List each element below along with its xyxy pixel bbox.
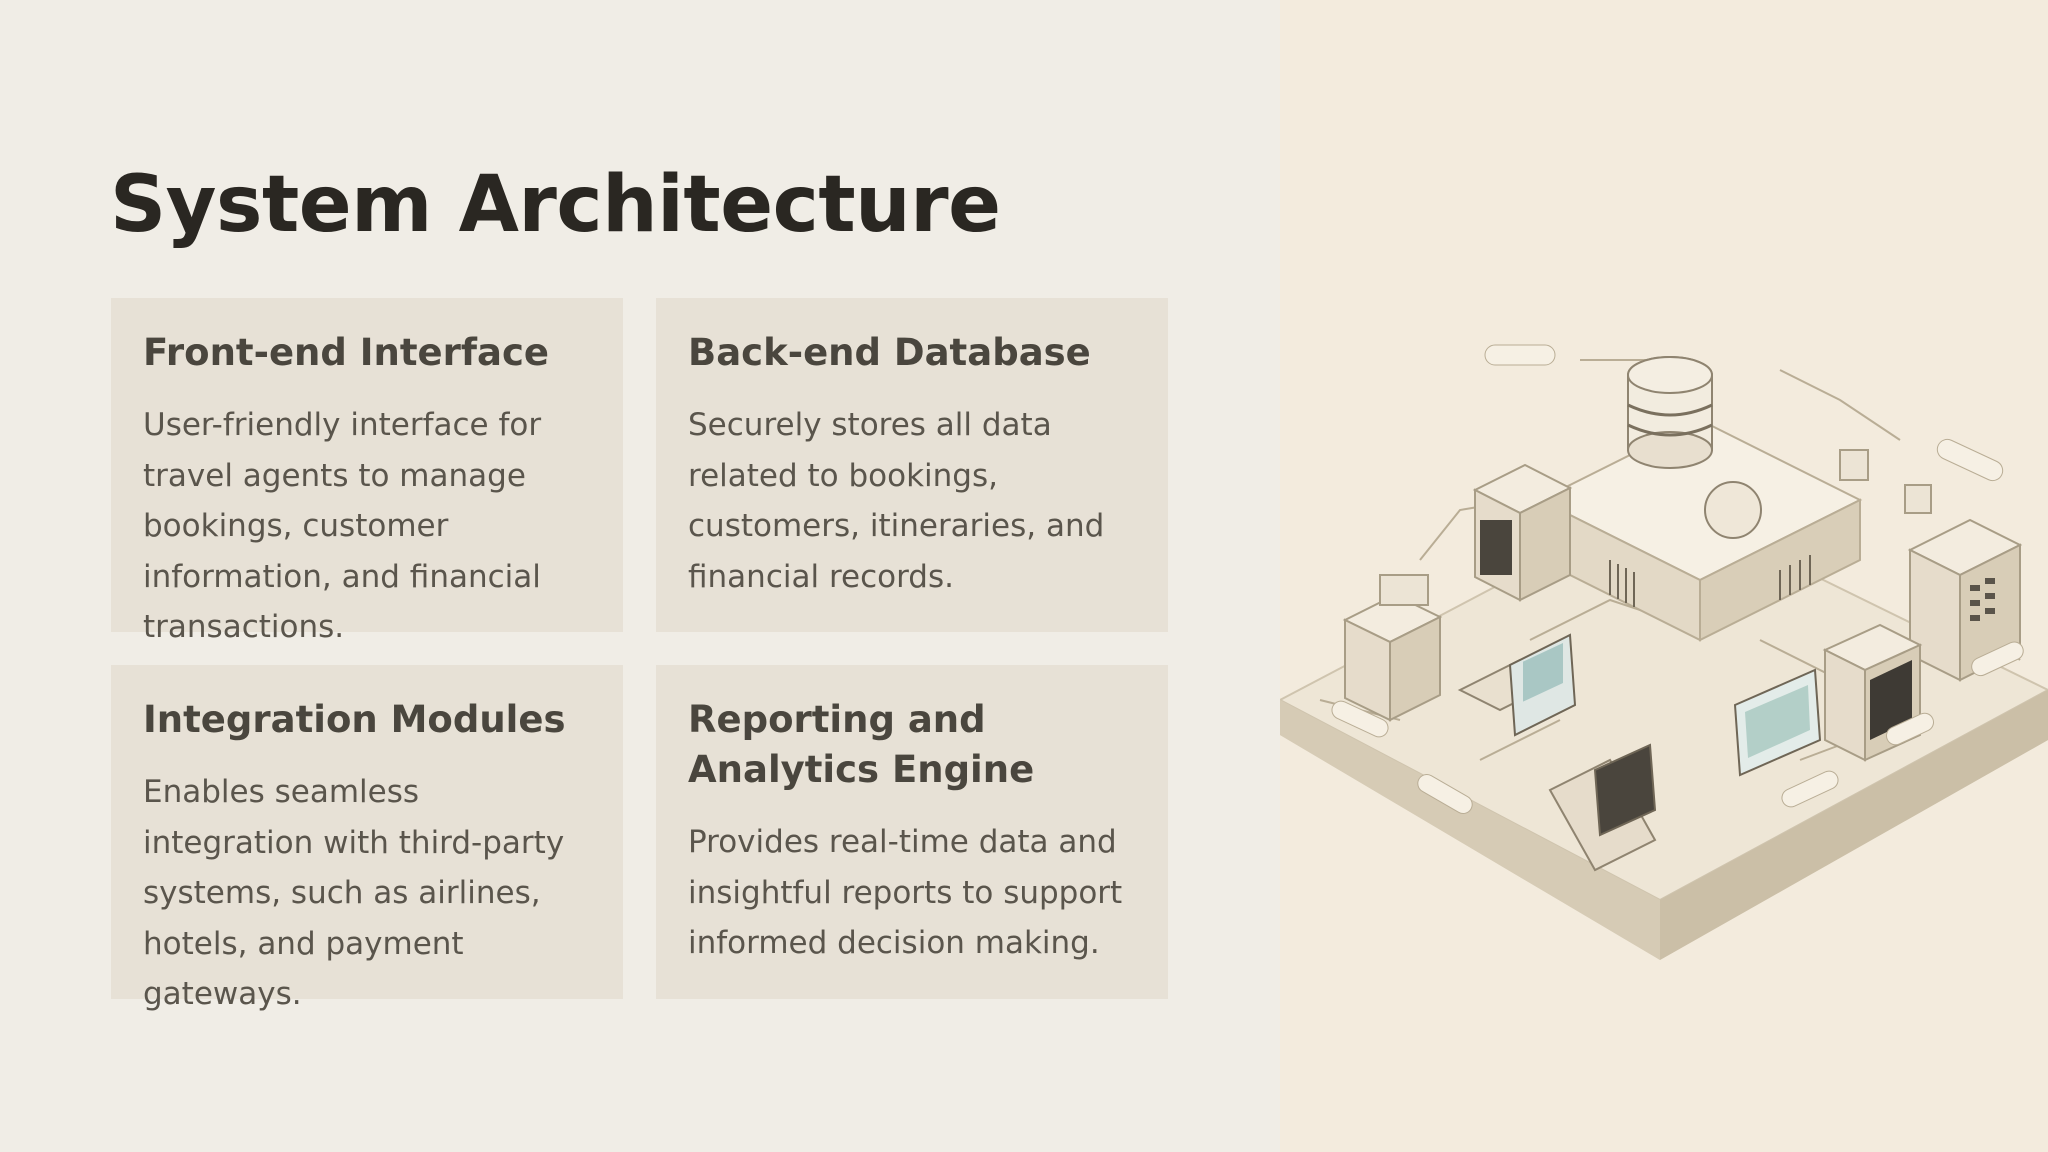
content-panel: System Architecture Front-end Interface … <box>110 160 1168 1012</box>
card-body: User-friendly interface for travel agent… <box>143 407 542 645</box>
card-back-end-database: Back-end Database Securely stores all da… <box>656 298 1168 632</box>
card-heading: Back-end Database <box>688 331 1091 374</box>
card-heading: Reporting and Analytics Engine <box>688 698 1035 791</box>
card-front-end-interface: Front-end Interface User-friendly interf… <box>111 298 623 645</box>
card-heading: Front-end Interface <box>143 331 549 374</box>
card-body: Enables seamless integration with third-… <box>143 774 565 1012</box>
illustration-panel <box>1280 0 2048 1152</box>
card-integration-modules: Integration Modules Enables seamless int… <box>111 665 623 1012</box>
isometric-server-architecture-illustration <box>1280 344 2048 960</box>
card-body: Securely stores all data related to book… <box>688 407 1105 595</box>
card-body: Provides real-time data and insightful r… <box>688 824 1123 961</box>
card-reporting-analytics: Reporting and Analytics Engine Provides … <box>656 665 1168 999</box>
card-heading: Integration Modules <box>143 698 566 741</box>
page-title: System Architecture <box>110 160 1001 250</box>
